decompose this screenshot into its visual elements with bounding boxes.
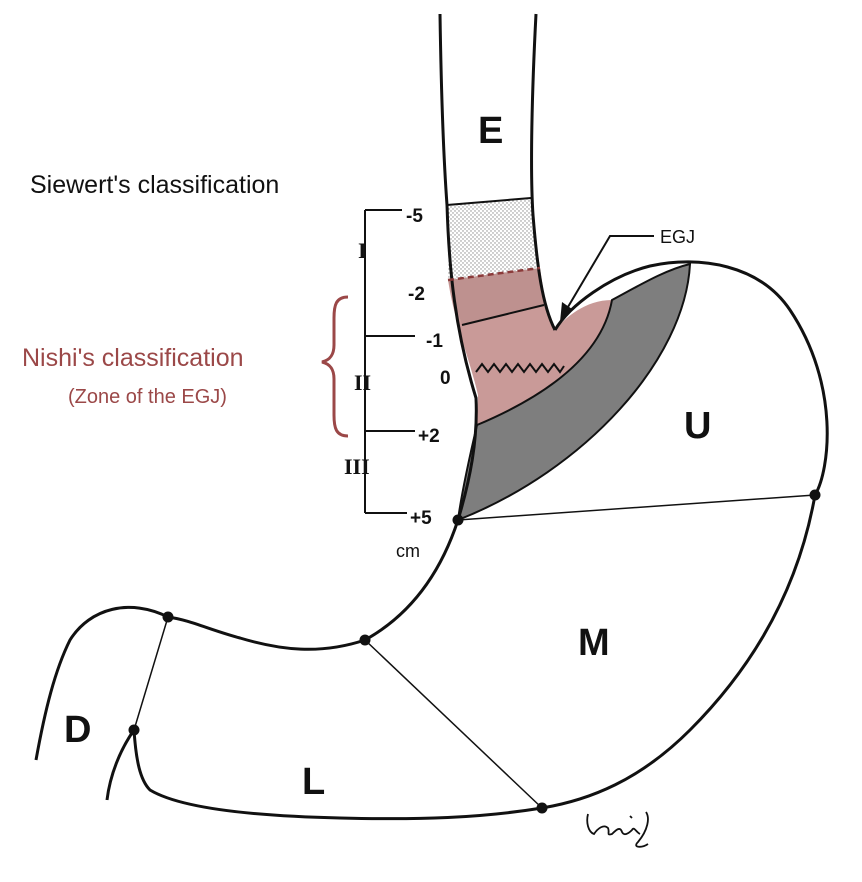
tick-label-zero: 0 xyxy=(440,368,451,389)
tick-label-minus1: -1 xyxy=(426,331,443,352)
division-u-m xyxy=(457,494,816,521)
tick-label-minus5: -5 xyxy=(406,206,423,227)
egj-arrowhead xyxy=(560,302,572,322)
tick-label-minus2: -2 xyxy=(408,284,425,305)
siewert-type-1: I xyxy=(358,238,367,263)
artist-signature xyxy=(586,811,649,848)
boundary-dot xyxy=(536,802,548,814)
esophagus-type1-zone xyxy=(447,198,540,280)
region-m: M xyxy=(578,622,610,664)
esophagus-left-wall xyxy=(438,13,478,521)
stomach-greater-curvature xyxy=(132,260,829,821)
region-e: E xyxy=(478,110,503,152)
nishi-label: Nishi's classification xyxy=(22,344,244,372)
siewert-type-3: III xyxy=(344,454,370,479)
nishi-sublabel: (Zone of the EGJ) xyxy=(68,386,227,408)
line-minus5 xyxy=(446,197,532,206)
duodenum-upper-wall xyxy=(34,605,169,761)
siewert-title: Siewert's classification xyxy=(30,171,279,199)
boundary-dot xyxy=(162,611,174,623)
region-d: D xyxy=(64,709,91,751)
egj-label: EGJ xyxy=(660,227,695,247)
boundary-dot xyxy=(452,514,464,526)
boundary-dot xyxy=(809,489,821,501)
tick-label-plus5: +5 xyxy=(410,508,432,529)
line-minus1 xyxy=(461,304,545,326)
division-l-d xyxy=(133,616,169,731)
region-l: L xyxy=(302,761,325,803)
stomach-lesser-curvature xyxy=(167,519,460,651)
unit-label: cm xyxy=(396,541,420,561)
z-line-zigzag xyxy=(475,362,565,374)
esophagus-right-wall xyxy=(530,13,557,331)
boundary-dot xyxy=(128,724,140,736)
duodenum-lower-wall xyxy=(105,729,136,801)
boundary-dot xyxy=(359,634,371,646)
siewert-type-2: II xyxy=(354,370,371,395)
division-m-l xyxy=(364,639,543,809)
region-u: U xyxy=(684,405,711,447)
tick-label-plus2: +2 xyxy=(418,426,440,447)
line-minus2-dashed xyxy=(447,266,541,282)
egj-pointer-line xyxy=(564,235,654,313)
nishi-brace xyxy=(321,295,349,438)
